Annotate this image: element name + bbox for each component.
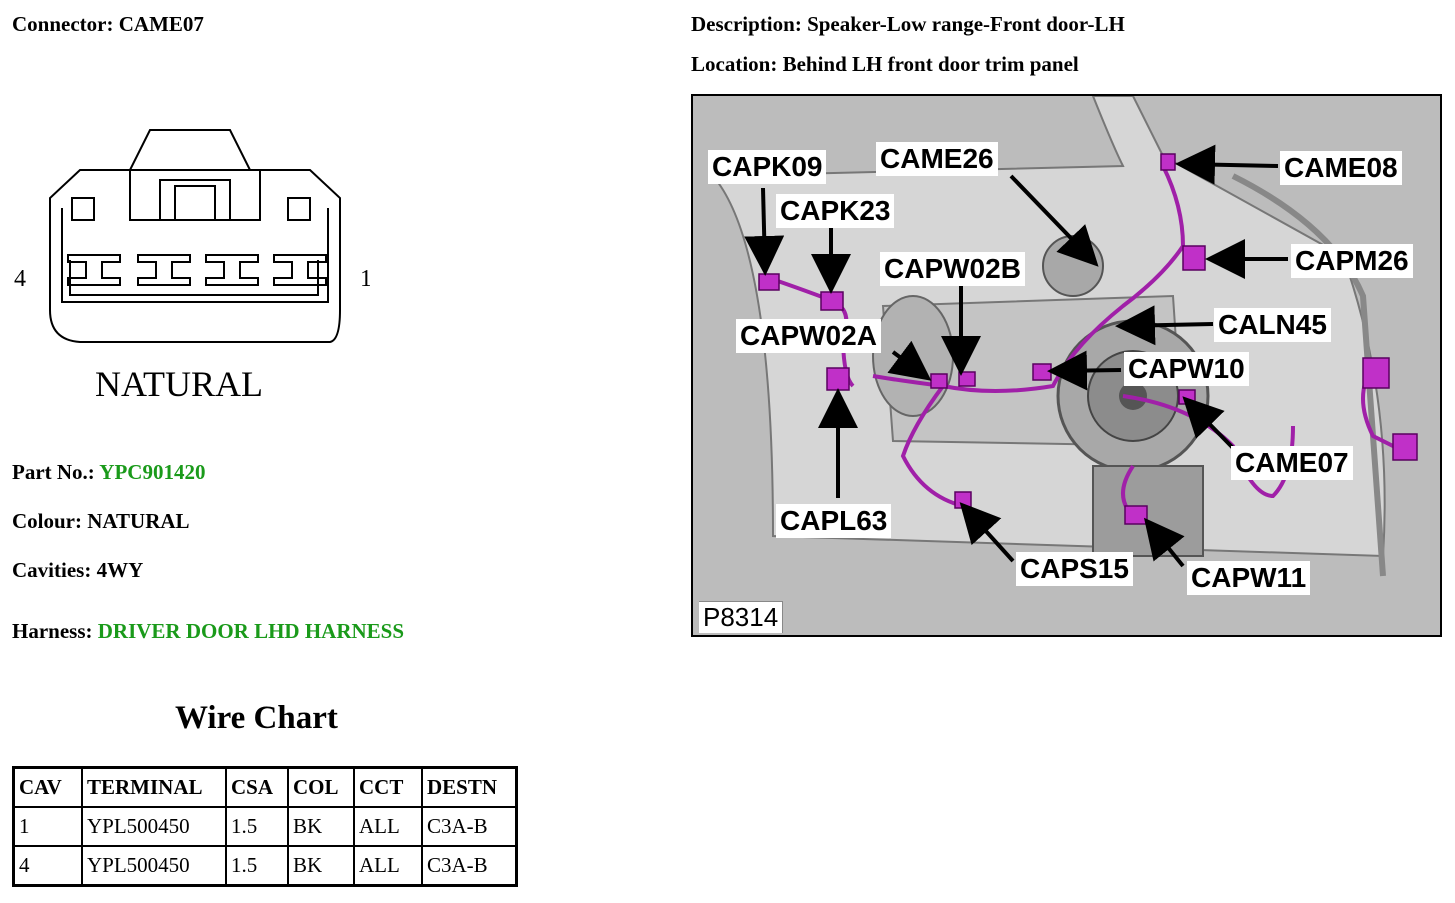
callout-came26: CAME26 bbox=[876, 142, 998, 176]
location-row: Location: Behind LH front door trim pane… bbox=[691, 52, 1079, 77]
column-header: TERMINAL bbox=[81, 766, 227, 808]
table-cell: 4 bbox=[12, 845, 83, 887]
callout-came08: CAME08 bbox=[1280, 151, 1402, 185]
callout-capm26: CAPM26 bbox=[1291, 244, 1413, 278]
table-cell: C3A-B bbox=[421, 806, 518, 847]
callout-capw02b: CAPW02B bbox=[880, 252, 1025, 286]
table-cell: C3A-B bbox=[421, 845, 518, 887]
pin-4-label: 4 bbox=[14, 266, 26, 292]
connector-face-diagram: 4 1 NATURAL bbox=[14, 129, 370, 404]
table-cell: 1.5 bbox=[225, 845, 289, 887]
part-no-value: YPC901420 bbox=[99, 460, 206, 484]
callout-caps15: CAPS15 bbox=[1016, 552, 1133, 586]
column-header: CCT bbox=[353, 766, 423, 808]
cavities-value: 4WY bbox=[96, 558, 144, 582]
connector-colour-caption: NATURAL bbox=[95, 364, 263, 404]
part-no-label: Part No.: bbox=[12, 460, 95, 484]
table-cell: 1.5 bbox=[225, 806, 289, 847]
connector-heading: Connector: CAME07 bbox=[12, 12, 204, 37]
part-no-row: Part No.: YPC901420 bbox=[12, 460, 205, 485]
harness-row: Harness: DRIVER DOOR LHD HARNESS bbox=[12, 619, 404, 644]
callout-capw10: CAPW10 bbox=[1124, 352, 1249, 386]
table-cell: BK bbox=[287, 845, 355, 887]
colour-value: NATURAL bbox=[87, 509, 190, 533]
column-header: CAV bbox=[12, 766, 83, 808]
table-cell: BK bbox=[287, 806, 355, 847]
table-row: 1 YPL500450 1.5 BK ALL C3A-B bbox=[12, 806, 518, 847]
callout-capw02a: CAPW02A bbox=[736, 319, 881, 353]
connector-label: Connector: bbox=[12, 12, 114, 36]
callout-came07: CAME07 bbox=[1231, 446, 1353, 480]
callout-caln45: CALN45 bbox=[1214, 308, 1331, 342]
pin-1-label: 1 bbox=[360, 266, 370, 292]
cavities-row: Cavities: 4WY bbox=[12, 558, 143, 583]
column-header: COL bbox=[287, 766, 355, 808]
colour-row: Colour: NATURAL bbox=[12, 509, 190, 534]
table-cell: YPL500450 bbox=[81, 806, 227, 847]
table-row: 4 YPL500450 1.5 BK ALL C3A-B bbox=[12, 845, 518, 887]
description-label: Description: bbox=[691, 12, 802, 36]
table-cell: ALL bbox=[353, 806, 423, 847]
harness-label: Harness: bbox=[12, 619, 93, 643]
figure-id: P8314 bbox=[699, 601, 784, 633]
cavities-label: Cavities: bbox=[12, 558, 92, 582]
location-value: Behind LH front door trim panel bbox=[782, 52, 1079, 76]
door-drawing bbox=[693, 96, 1440, 635]
callout-capk23: CAPK23 bbox=[776, 194, 895, 228]
wire-chart-table: CAV TERMINAL CSA COL CCT DESTN 1 YPL5004… bbox=[12, 766, 518, 887]
description-value: Speaker-Low range-Front door-LH bbox=[807, 12, 1125, 36]
column-header: DESTN bbox=[421, 766, 518, 808]
table-cell: ALL bbox=[353, 845, 423, 887]
door-location-illustration: CAPK09 CAME26 CAME08 CAPK23 CAPW02B CAPM… bbox=[691, 94, 1442, 637]
table-cell: YPL500450 bbox=[81, 845, 227, 887]
column-header: CSA bbox=[225, 766, 289, 808]
callout-capk09: CAPK09 bbox=[708, 150, 827, 184]
table-cell: 1 bbox=[12, 806, 83, 847]
connector-value: CAME07 bbox=[118, 12, 204, 36]
colour-label: Colour: bbox=[12, 509, 82, 533]
description-row: Description: Speaker-Low range-Front doo… bbox=[691, 12, 1125, 37]
table-header-row: CAV TERMINAL CSA COL CCT DESTN bbox=[12, 766, 518, 808]
callout-capw11: CAPW11 bbox=[1187, 561, 1311, 595]
harness-value: DRIVER DOOR LHD HARNESS bbox=[97, 619, 405, 643]
callout-capl63: CAPL63 bbox=[776, 504, 892, 538]
wire-chart-title: Wire Chart bbox=[175, 700, 338, 736]
location-label: Location: bbox=[691, 52, 778, 76]
